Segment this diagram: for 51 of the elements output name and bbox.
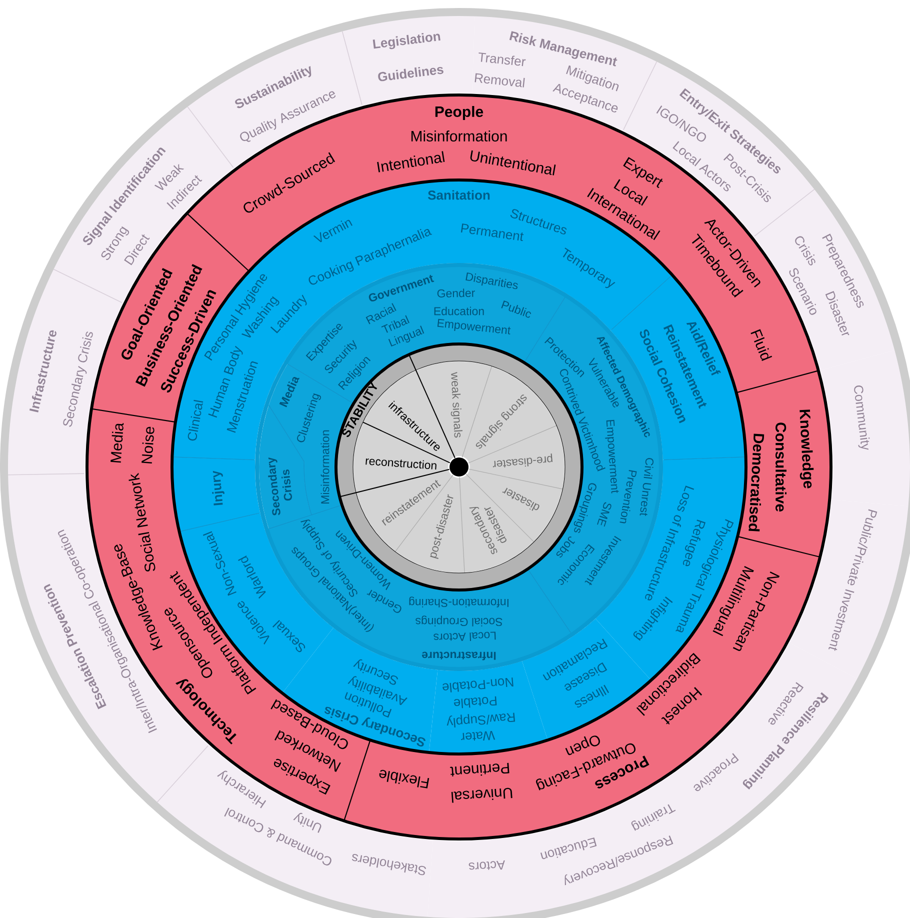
segment-label: Raw/Supply bbox=[446, 712, 516, 728]
ring-segment bbox=[172, 456, 260, 532]
segment-label: Water bbox=[461, 730, 496, 741]
segment-label: Local Actors bbox=[434, 632, 496, 641]
segment-label: Misinformation bbox=[411, 130, 507, 142]
segment-heading: Consultative bbox=[776, 422, 786, 512]
segment-label: Intentional bbox=[377, 151, 445, 172]
segment-heading: Knowledge bbox=[800, 410, 814, 488]
segment-label: Media bbox=[110, 423, 124, 463]
segment-label: Noise bbox=[142, 426, 154, 464]
segment-heading: Injury bbox=[212, 470, 224, 506]
segment-label: Stakeholders bbox=[352, 854, 426, 876]
segment-label: Public bbox=[501, 300, 531, 318]
segment-label: Flexible bbox=[379, 770, 430, 788]
segment-label: Universal bbox=[451, 788, 512, 803]
segment-label: Community bbox=[854, 385, 870, 450]
segment-label: Pertinent bbox=[450, 762, 510, 777]
segment-label: weak signals bbox=[450, 372, 462, 438]
segment-label: Prevention bbox=[620, 470, 637, 524]
segment-label: Civil Unrest bbox=[640, 458, 654, 516]
segment-heading: Democratised bbox=[748, 434, 764, 532]
segment-label: Misinformation bbox=[320, 430, 330, 504]
segment-label: Social Groupings bbox=[416, 616, 502, 626]
segment-label: pre-disaster bbox=[492, 454, 553, 468]
segment-label: Non-Potable bbox=[442, 677, 514, 692]
segment-label: Actors bbox=[468, 860, 505, 870]
segment-label: Fluid bbox=[750, 329, 772, 362]
segment-heading: Sanitation bbox=[428, 190, 490, 200]
segment-label: Empowerment bbox=[605, 420, 619, 494]
segment-label: Empowerment bbox=[437, 318, 511, 334]
segment-heading: People bbox=[435, 106, 484, 120]
segment-heading: Legislation bbox=[372, 33, 440, 50]
segment-label: Gender bbox=[437, 288, 475, 298]
segment-heading: Guidelines bbox=[378, 66, 444, 82]
ring-segment bbox=[342, 16, 475, 106]
segment-label: Information-Sharing bbox=[409, 596, 508, 608]
segment-label: Disparities bbox=[466, 272, 518, 290]
ring-segment bbox=[8, 269, 123, 475]
segment-label: Transfer bbox=[478, 52, 526, 66]
segment-label: Unity bbox=[293, 812, 322, 833]
ring-segment bbox=[737, 370, 830, 557]
segment-label: Education bbox=[434, 306, 484, 316]
segment-label: Potable bbox=[454, 696, 497, 708]
segment-heading: Infrastructure bbox=[422, 652, 496, 660]
ring-segment bbox=[789, 500, 908, 679]
segment-heading: Secondary Crisis bbox=[268, 458, 292, 516]
segment-label: Clinical bbox=[188, 400, 204, 441]
segment-label: Removal bbox=[474, 73, 525, 88]
segment-label: reconstruction bbox=[366, 458, 436, 470]
ring-segment bbox=[820, 350, 910, 506]
segment-label: SME bbox=[597, 502, 612, 527]
